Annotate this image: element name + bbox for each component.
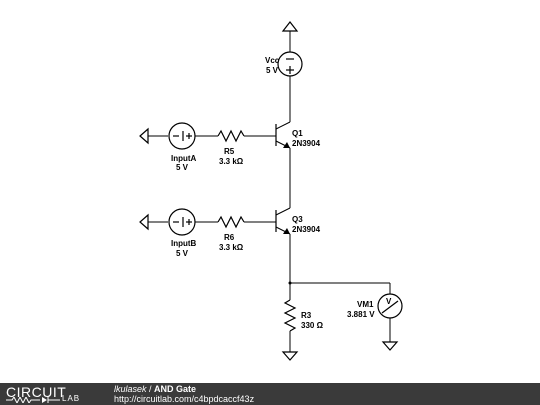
logo-waveform-icon	[6, 397, 60, 403]
r5-label: R5	[224, 147, 235, 156]
circuitlab-logo[interactable]: CIRCUIT LAB	[6, 384, 96, 404]
schematic-canvas: Vcc 5 V Q1 2N3904 InputA 5 V R5 3.3 kΩ Q…	[139, 21, 403, 361]
q3-transistor[interactable]	[275, 206, 291, 235]
input-a-value: 5 V	[176, 163, 189, 172]
schematic-svg: Vcc 5 V Q1 2N3904 InputA 5 V R5 3.3 kΩ Q…	[139, 21, 403, 361]
logo-lab-text: LAB	[62, 394, 81, 403]
voltmeter-needle	[381, 300, 399, 314]
q3-label: Q3	[292, 215, 303, 224]
q1-part: 2N3904	[292, 139, 321, 148]
r6-resistor[interactable]	[217, 215, 245, 229]
vm1-value: 3.881 V	[347, 310, 375, 319]
r6-label: R6	[224, 233, 235, 242]
vcc-value: 5 V	[266, 66, 279, 75]
vm1-label: VM1	[357, 300, 374, 309]
q1-label: Q1	[292, 129, 303, 138]
q1-emitter-arrow	[283, 142, 290, 148]
circuit-url[interactable]: http://circuitlab.com/c4bpdcaccf43z	[114, 394, 255, 404]
q1-transistor[interactable]	[275, 112, 291, 149]
input-b-ground	[139, 213, 168, 231]
vcc-label: Vcc	[265, 56, 280, 65]
r5-resistor[interactable]	[217, 129, 245, 143]
vm1-ground-icon	[381, 341, 399, 351]
r6-value: 3.3 kΩ	[219, 243, 244, 252]
input-a-source[interactable]	[168, 122, 196, 150]
author-link[interactable]: lkulasek	[114, 384, 147, 394]
circuit-title: AND Gate	[154, 384, 197, 394]
input-a-label: InputA	[171, 154, 197, 163]
q3-part: 2N3904	[292, 225, 321, 234]
title-separator: /	[146, 384, 155, 394]
input-b-source[interactable]	[168, 208, 196, 236]
vm1-voltmeter[interactable]: V	[377, 293, 403, 319]
voltmeter-symbol: V	[386, 297, 392, 306]
input-a-ground	[139, 127, 168, 145]
circuit-title-line: lkulasek / AND Gate	[114, 384, 196, 394]
r3-ground-icon	[281, 351, 299, 361]
input-b-value: 5 V	[176, 249, 189, 258]
vcc-rail-arrow	[281, 21, 299, 32]
footer-bar: CIRCUIT LAB lkulasek / AND Gate http://c…	[0, 383, 540, 405]
r5-value: 3.3 kΩ	[219, 157, 244, 166]
logo-circuit-text: CIRCUIT	[6, 384, 67, 400]
r3-value: 330 Ω	[301, 321, 324, 330]
r3-label: R3	[301, 311, 312, 320]
r3-resistor[interactable]	[283, 299, 297, 332]
q3-emitter-arrow	[283, 228, 290, 234]
input-b-label: InputB	[171, 239, 197, 248]
vcc-source[interactable]	[277, 21, 303, 112]
output-junction	[288, 281, 292, 285]
